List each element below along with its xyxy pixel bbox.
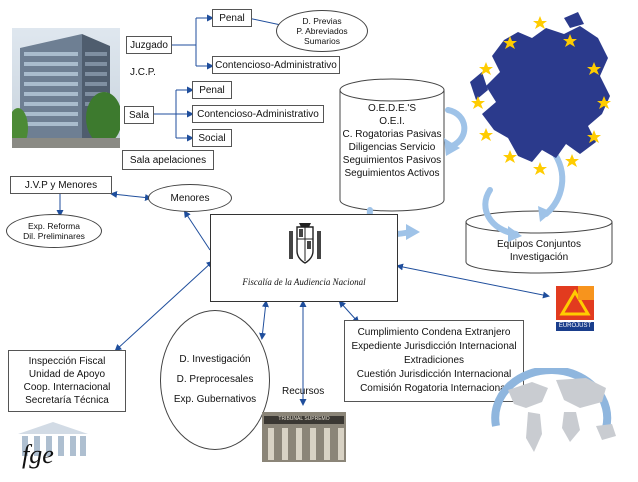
eurojust-text: EUROJUST xyxy=(558,323,592,329)
oedes-cylinder xyxy=(339,78,445,212)
penal-box-1: Penal xyxy=(212,9,252,27)
jvp-menores-box: J.V.P y Menores xyxy=(10,176,112,194)
building-photo xyxy=(12,28,120,148)
penal-box-2: Penal xyxy=(192,81,232,99)
sala-apelaciones-box: Sala apelaciones xyxy=(122,150,214,170)
equipos-cylinder xyxy=(465,210,613,274)
eu-map xyxy=(470,12,611,175)
eu-stars xyxy=(471,16,611,175)
sala-box: Sala xyxy=(124,106,154,124)
fiscalia-title: Fiscalía de la Audiencia Nacional xyxy=(242,277,366,287)
world-map xyxy=(491,368,616,452)
fge-building-icon xyxy=(14,418,92,458)
tribunal-supremo-photo: TRIBUNAL SUPREMO xyxy=(262,412,346,462)
menores-ellipse: Menores xyxy=(148,184,232,212)
fiscalia-box: Fiscalía de la Audiencia Nacional xyxy=(210,214,398,302)
contencioso-box-2: Contencioso-Administrativo xyxy=(192,105,324,123)
tribunal-inscription: TRIBUNAL SUPREMO xyxy=(278,416,330,422)
eurojust-logo: EUROJUST xyxy=(544,284,606,344)
fge-logo: fge xyxy=(22,440,54,469)
juzgado-box: Juzgado xyxy=(126,36,172,54)
recursos-label: Recursos xyxy=(282,386,325,397)
coat-of-arms-icon xyxy=(289,223,321,264)
social-box: Social xyxy=(192,129,232,147)
contencioso-box-1: Contencioso-Administrativo xyxy=(212,56,340,74)
jcp-label: J.C.P. xyxy=(130,67,156,78)
